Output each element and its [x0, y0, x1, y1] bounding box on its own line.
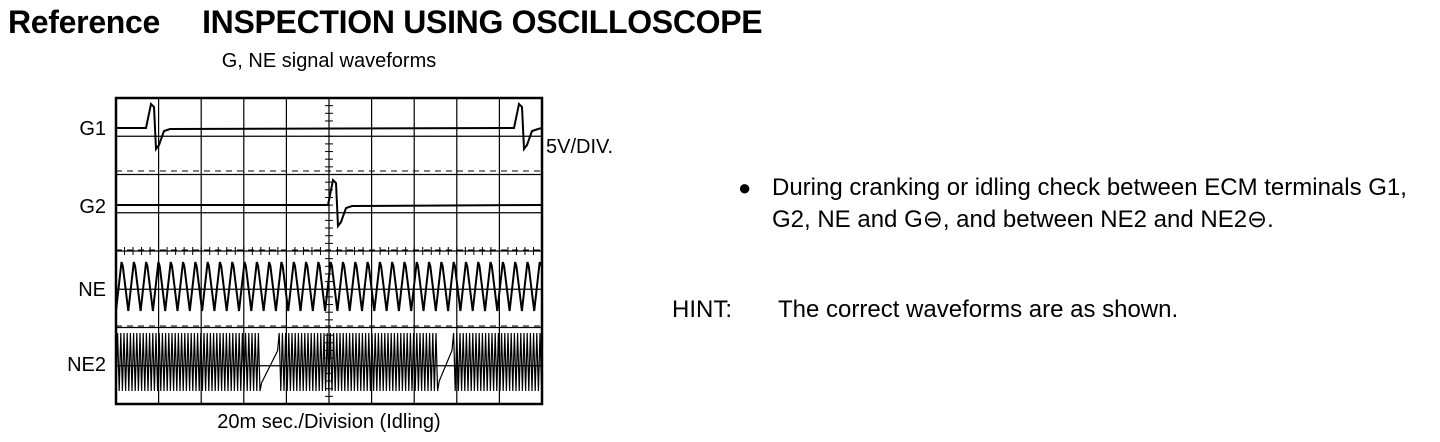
- time-base-label: 20m sec./Division (Idling): [217, 411, 441, 433]
- waveform-g1: [116, 101, 543, 152]
- page-title: INSPECTION USING OSCILLOSCOPE: [202, 4, 763, 40]
- page-heading: Reference INSPECTION USING OSCILLOSCOPE: [8, 0, 763, 44]
- trace-label-ne2: NE2: [67, 354, 106, 376]
- hint-label: HINT:: [672, 296, 732, 323]
- scope-title: G, NE signal waveforms: [221, 50, 437, 72]
- waveform-ne: [115, 261, 542, 312]
- instruction-text: During cranking or idling check between …: [772, 174, 1407, 233]
- trace-label-ne: NE: [78, 279, 106, 301]
- trace-label-g1: G1: [79, 118, 106, 140]
- hint-line: HINT: The correct waveforms are as shown.: [672, 294, 1178, 326]
- bullet-icon: ●: [738, 175, 752, 200]
- trace-label-g2: G2: [79, 196, 106, 218]
- scope-dashed-lines: [116, 170, 542, 327]
- waveform-ne2: [115, 332, 543, 392]
- waveform-g2: [116, 177, 543, 229]
- instruction-bullet: ● During cranking or idling check betwee…: [738, 172, 1438, 236]
- reference-label: Reference: [8, 4, 161, 40]
- voltage-scale-label: 5V/DIV.: [546, 136, 614, 158]
- hint-text: The correct waveforms are as shown.: [778, 296, 1179, 323]
